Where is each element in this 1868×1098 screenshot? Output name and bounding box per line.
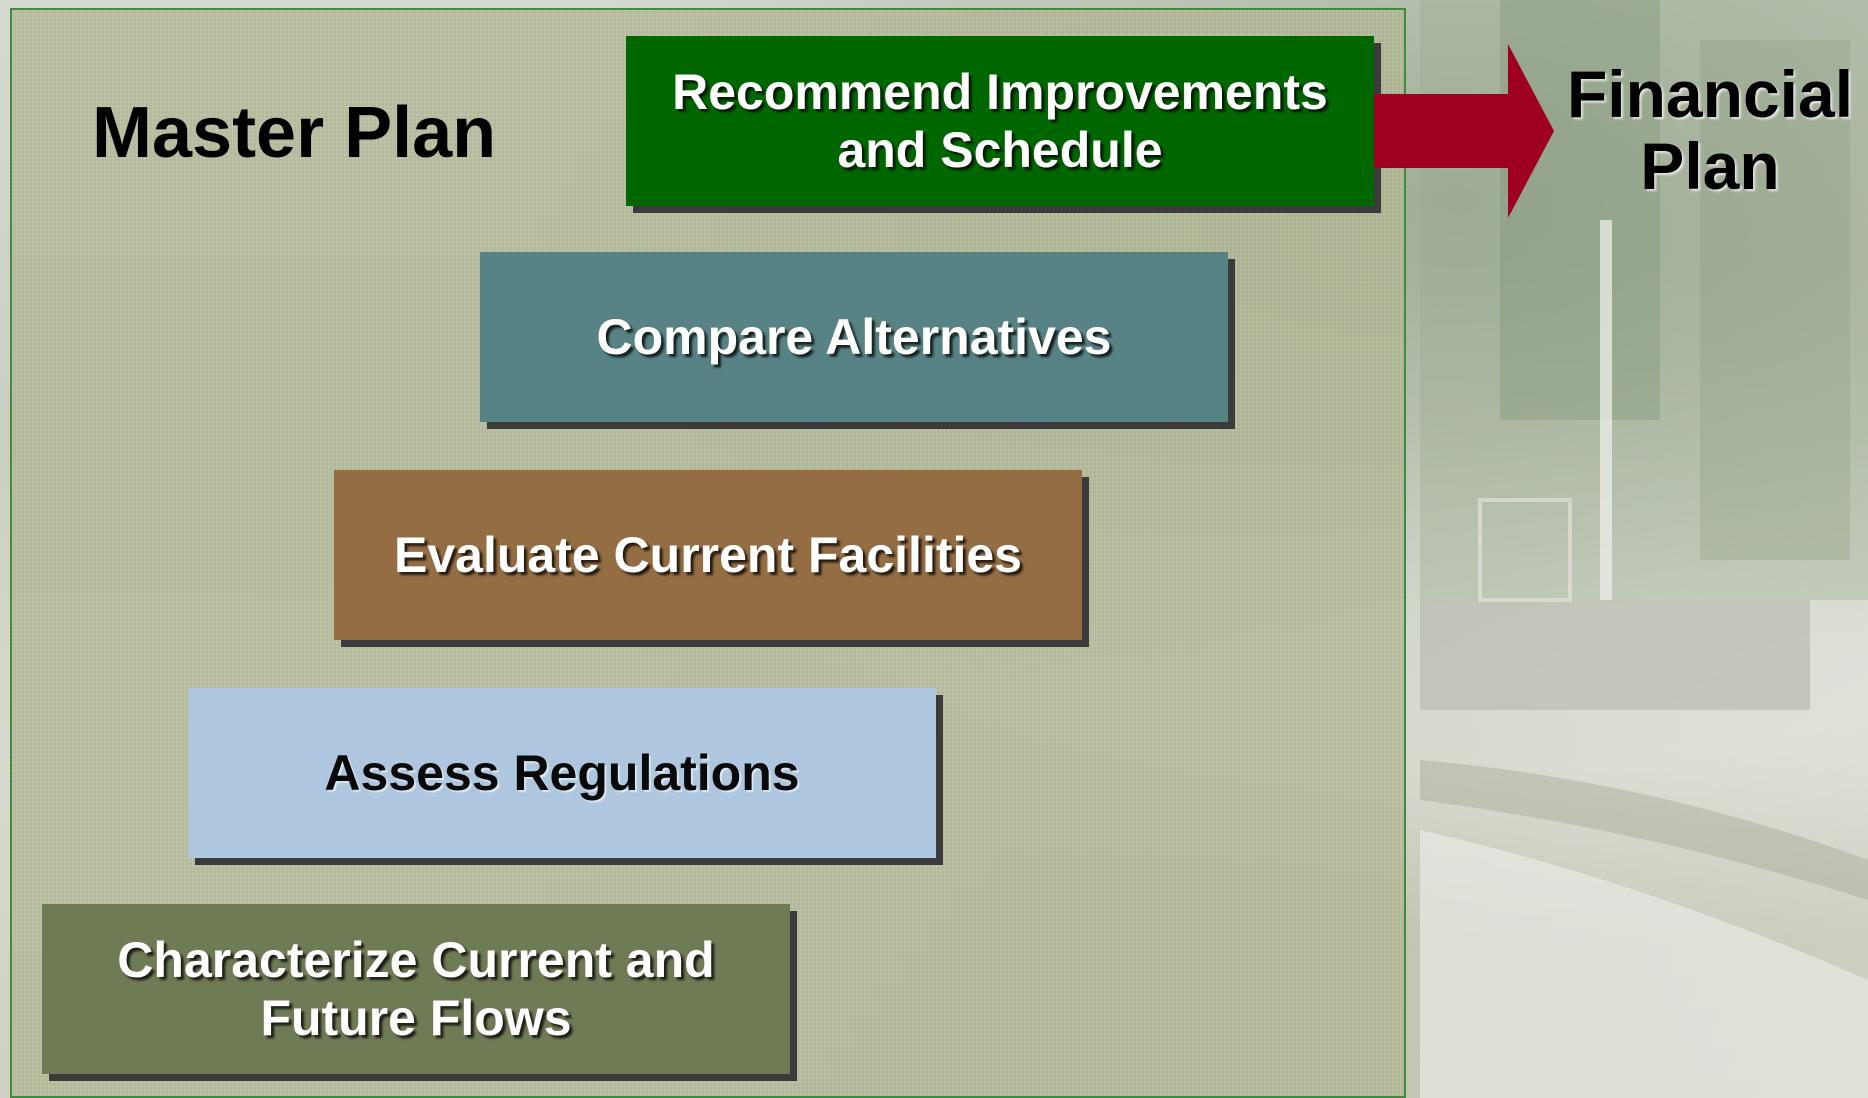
step-recommend-improvements: Recommend Improvements and Schedule [626,36,1374,206]
financial-plan-title: Financial Plan [1566,57,1854,203]
arrow-shape [1374,44,1554,218]
step-characterize-flows: Characterize Current and Future Flows [42,904,790,1074]
step-compare-alternatives: Compare Alternatives [480,252,1228,422]
right-arrow-icon [1374,44,1554,218]
master-plan-title: Master Plan [92,93,497,173]
step-assess-regulations: Assess Regulations [188,688,936,858]
step-evaluate-facilities: Evaluate Current Facilities [334,470,1082,640]
